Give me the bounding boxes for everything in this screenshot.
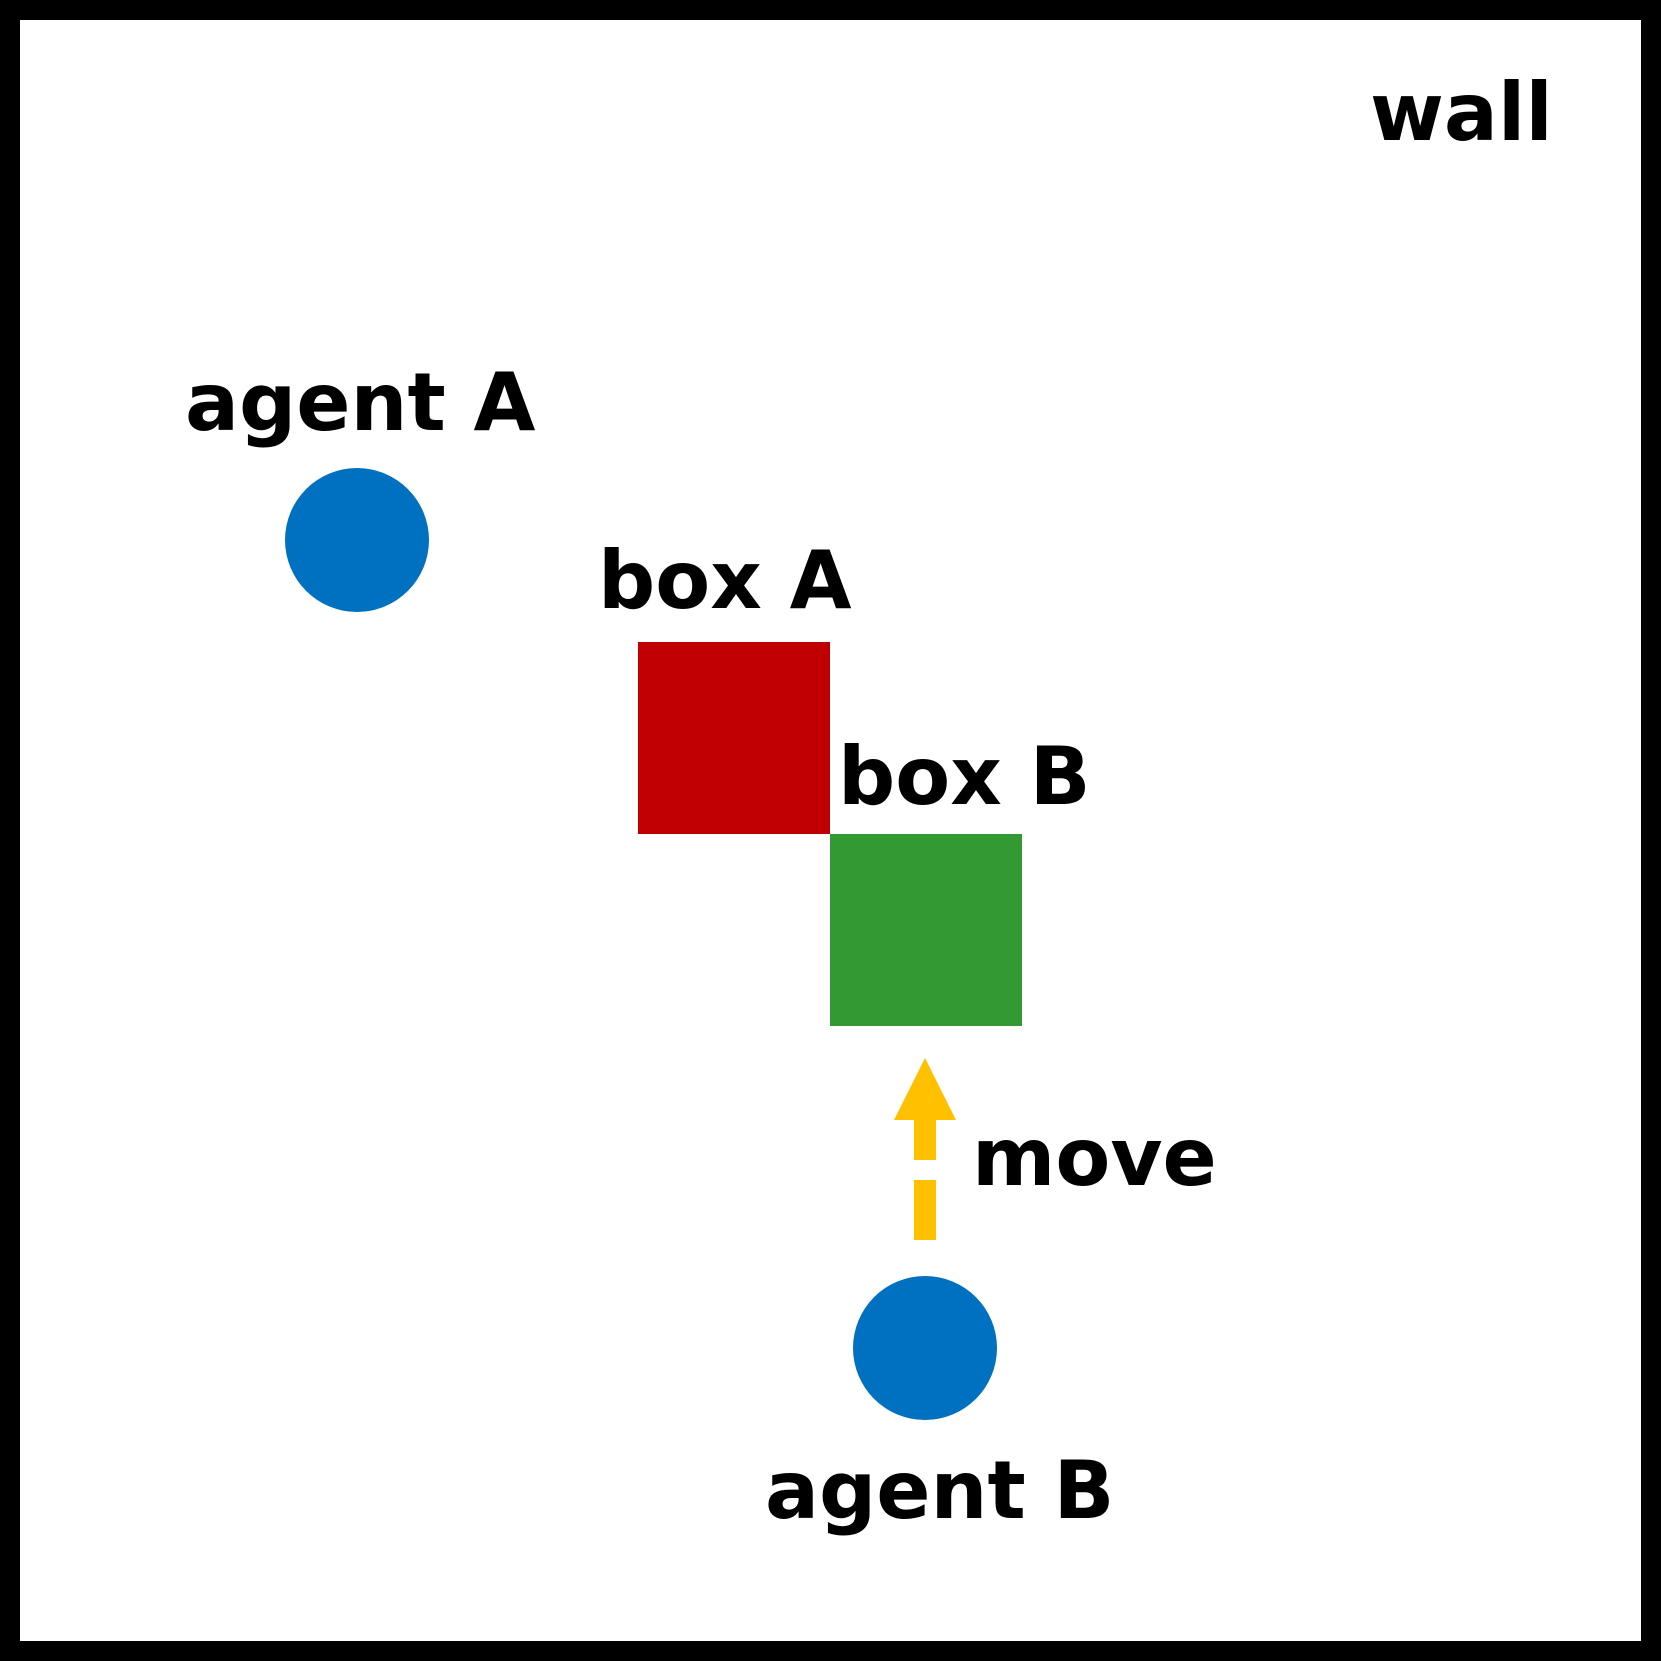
move-label: move <box>972 1111 1217 1204</box>
agent-b-icon <box>853 1276 997 1420</box>
agent-a-icon <box>285 468 429 612</box>
wall-label: wall <box>1370 66 1553 159</box>
move-arrow-dash-2 <box>914 1180 936 1240</box>
move-arrow-icon <box>894 1058 956 1240</box>
move-arrow-dash-1 <box>914 1118 936 1160</box>
agent-a-label: agent A <box>185 356 536 449</box>
agent-b-label: agent B <box>765 1444 1115 1537</box>
box-b-icon <box>830 834 1022 1026</box>
box-a-icon <box>638 642 830 834</box>
move-arrow-head <box>894 1058 956 1120</box>
box-a-label: box A <box>598 534 852 627</box>
box-b-label: box B <box>838 730 1091 823</box>
